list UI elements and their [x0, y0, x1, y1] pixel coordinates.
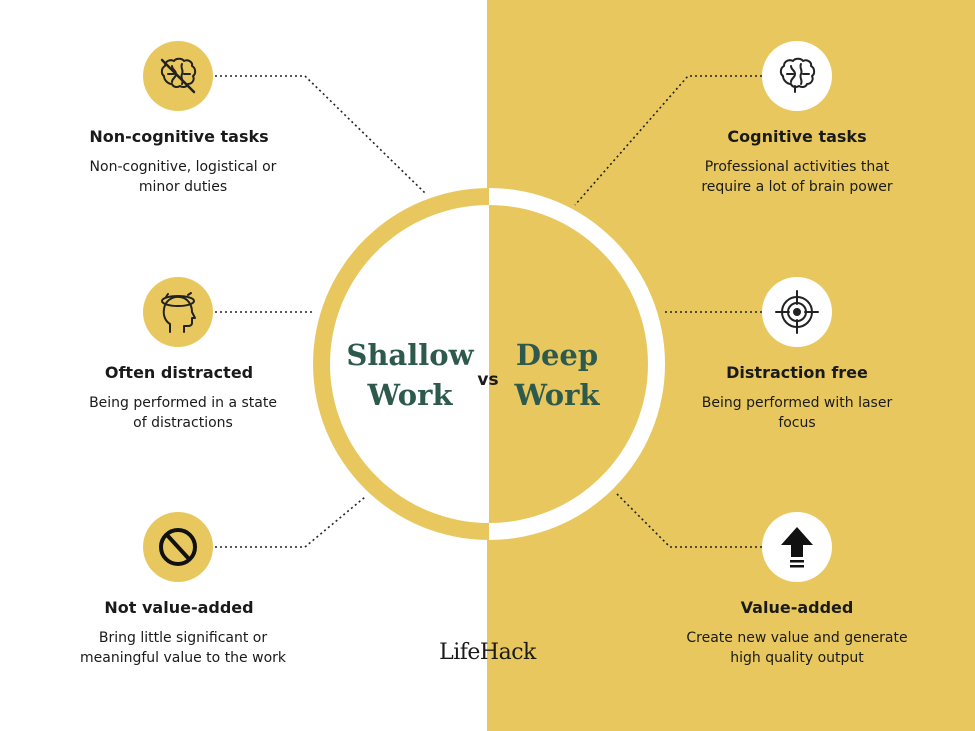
distracted-head-icon	[143, 277, 213, 347]
cognitive-tasks-desc: Professional activities that require a l…	[701, 159, 893, 195]
not-value-added-title: Not value-added	[104, 598, 254, 617]
often-distracted-title: Often distracted	[104, 363, 254, 382]
up-arrow-icon	[762, 512, 832, 582]
not-value-added-desc: Bring little significant or meaningful v…	[80, 630, 286, 666]
connector-line	[215, 75, 426, 194]
non-cognitive-tasks-title: Non-cognitive tasks	[89, 127, 269, 146]
value-added-desc: Create new value and generate high quali…	[686, 630, 908, 666]
often-distracted-desc: Being performed in a state of distractio…	[89, 395, 277, 431]
connector-line	[215, 496, 366, 548]
cognitive-tasks-title: Cognitive tasks	[727, 127, 867, 146]
distraction-free-desc: Being performed with laser focus	[701, 395, 893, 431]
prohibited-icon	[143, 512, 213, 582]
value-added-title: Value-added	[740, 598, 854, 617]
center-ring-inner	[330, 205, 648, 523]
brain-icon	[762, 41, 832, 111]
connector-line	[614, 491, 762, 548]
lifehack-logo: LifeHack	[439, 640, 536, 665]
crossed-brain-icon	[143, 41, 213, 111]
shallow-work-title: Shallow Work	[346, 338, 474, 412]
target-icon	[762, 277, 832, 347]
deep-work-title: Deep Work	[514, 338, 600, 412]
non-cognitive-tasks-desc: Non-cognitive, logistical or minor dutie…	[89, 159, 277, 195]
vs-label: vs	[477, 370, 499, 390]
distraction-free-title: Distraction free	[726, 363, 868, 382]
